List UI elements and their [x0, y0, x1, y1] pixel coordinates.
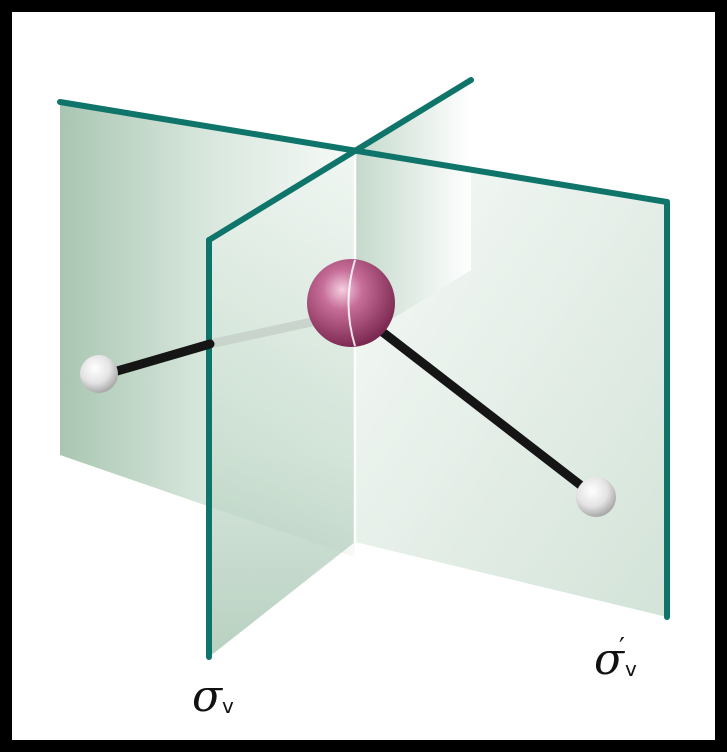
sigma-v-label: σv [192, 675, 234, 719]
terminal-atom-left [80, 355, 118, 393]
symmetry-planes-diagram [57, 77, 670, 660]
terminal-atom-right [576, 477, 616, 517]
sigma-v-subscript: v [222, 694, 234, 718]
sigma-v-prime-subscript: v [624, 657, 637, 681]
sigma-v-prime-label: σ′v [594, 635, 637, 682]
diagram-frame: σv σ′v [12, 12, 715, 740]
sigma-v-symbol: σ [192, 671, 223, 722]
sigma-v-prime-symbol: σ [594, 634, 625, 685]
bond-right [371, 322, 597, 499]
plane-edges [57, 77, 670, 660]
sigma-v-top-edge [206, 77, 474, 243]
central-atom-plane-cut [347, 259, 356, 347]
sigma-v-prime-mark: ′ [619, 633, 625, 663]
bond-left-outer [95, 339, 215, 381]
central-atom [307, 259, 395, 347]
sigma-v-prime-top-edge [57, 99, 670, 205]
